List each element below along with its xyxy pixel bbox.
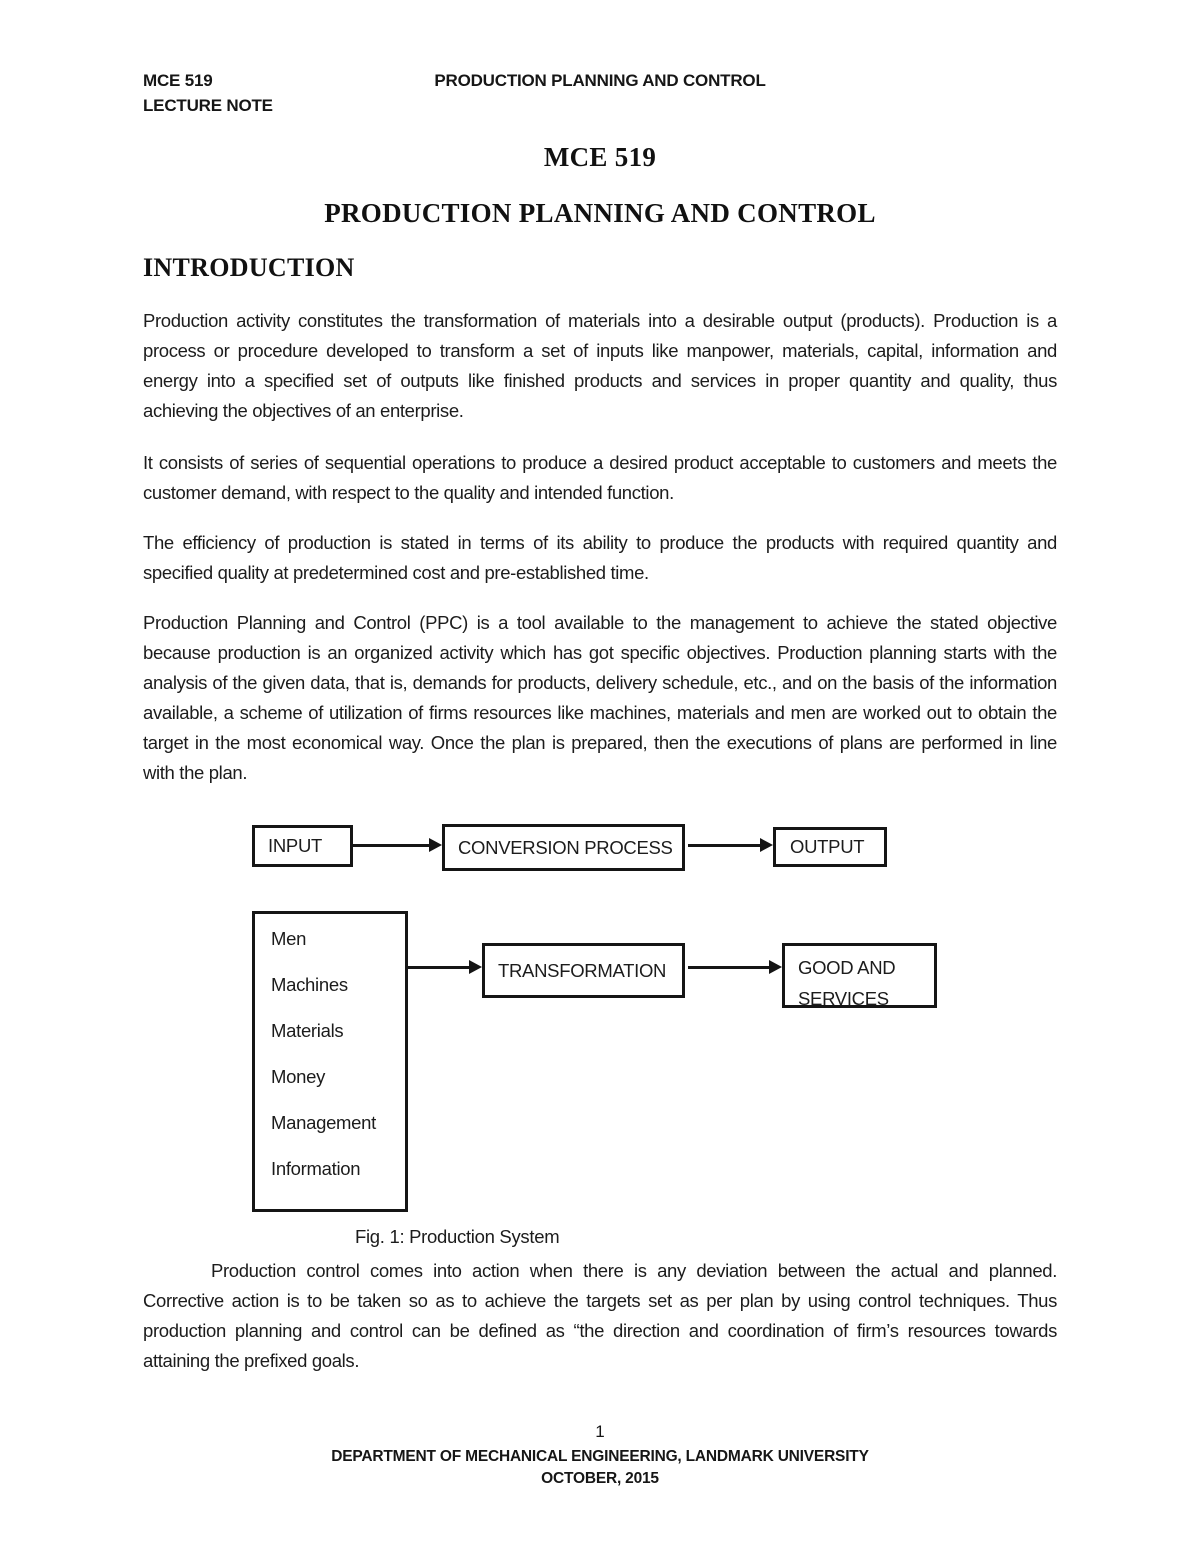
transformation-box: TRANSFORMATION [482, 943, 685, 998]
header-course-code: MCE 519 [143, 71, 213, 90]
footer-department: DEPARTMENT OF MECHANICAL ENGINEERING, LA… [331, 1448, 869, 1465]
paragraph-3: The efficiency of production is stated i… [143, 532, 1057, 583]
output-box-label: OUTPUT [790, 836, 865, 857]
flow-arrow-icon [688, 960, 782, 974]
title-subject: PRODUCTION PLANNING AND CONTROL [324, 198, 876, 228]
output-box: OUTPUT [773, 827, 887, 867]
source-item-men: Men [271, 928, 307, 949]
conversion-process-label: CONVERSION PROCESS [458, 837, 673, 858]
footer-date: OCTOBER, 2015 [541, 1470, 659, 1487]
paragraph-2: It consists of series of sequential oper… [143, 452, 1057, 503]
source-item-information: Information [271, 1158, 361, 1179]
source-item-machines: Machines [271, 974, 348, 995]
title-course: MCE 519 [543, 142, 657, 172]
source-list-box: Men Machines Materials Money Management … [252, 911, 408, 1212]
section-heading: INTRODUCTION [143, 253, 355, 282]
source-item-money: Money [271, 1066, 326, 1087]
source-item-materials: Materials [271, 1020, 344, 1041]
source-item-management: Management [271, 1112, 376, 1133]
flow-arrow-icon [353, 838, 442, 852]
header-doc-type: LECTURE NOTE [143, 96, 273, 115]
page-number: 1 [595, 1422, 605, 1441]
flow-arrow-icon [688, 838, 773, 852]
paragraph-4: Production Planning and Control (PPC) is… [143, 612, 1057, 783]
input-box-label: INPUT [268, 835, 323, 856]
goods-services-label-line2: SERVICES [798, 988, 889, 1009]
goods-services-box: GOOD AND SERVICES [782, 943, 937, 1009]
paragraph-5: Production control comes into action whe… [143, 1260, 1057, 1371]
input-box: INPUT [252, 825, 353, 867]
header-running-title: PRODUCTION PLANNING AND CONTROL [434, 71, 766, 90]
goods-services-label-line1: GOOD AND [798, 957, 896, 978]
conversion-process-box: CONVERSION PROCESS [442, 824, 685, 871]
header-left: MCE 519 LECTURE NOTE [143, 68, 273, 118]
paragraph-1: Production activity constitutes the tran… [143, 310, 1057, 421]
figure-caption: Fig. 1: Production System [355, 1226, 560, 1247]
transformation-label: TRANSFORMATION [498, 960, 667, 981]
flow-arrow-icon [408, 960, 482, 974]
